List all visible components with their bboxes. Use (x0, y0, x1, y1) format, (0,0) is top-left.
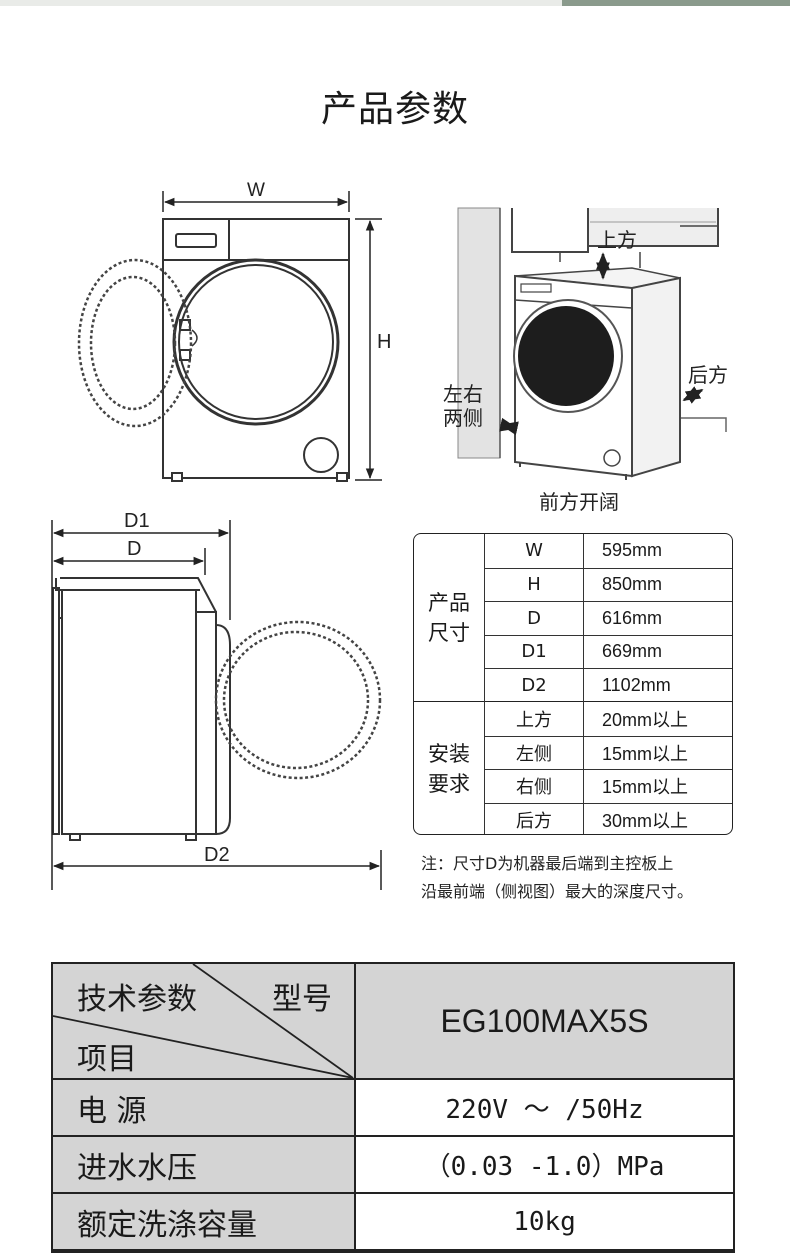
d-label: D (127, 538, 142, 560)
tech-row-key: 额定洗涤容量 (53, 1194, 356, 1249)
spec-row-key: H (484, 568, 584, 601)
top-banner-accent (562, 0, 790, 6)
header-tech-label: 技术参数 (77, 982, 197, 1017)
spec-table: 产品 尺寸 安装 要求 W 595mm H 850mm D 616mm D1 6… (413, 533, 733, 835)
h-label: H (377, 331, 392, 353)
spec-row-key: D (484, 602, 584, 635)
dimension-note-line2: 沿最前端（侧视图）最大的深度尺寸。 (421, 882, 694, 901)
spec-row-key: 上方 (484, 702, 584, 736)
d1-label: D1 (124, 510, 150, 532)
spec-row-value: 595mm (602, 540, 663, 561)
spec-row: D 616mm (484, 601, 732, 635)
spec-row-value: 15mm以上 (602, 743, 689, 764)
tech-row: 进水水压 （0.03 -1.0）MPa (53, 1137, 733, 1194)
spec-row-key: D1 (484, 635, 584, 668)
side-clearance-label-line1: 左右 (443, 382, 483, 406)
spec-row-key: 右侧 (484, 770, 584, 803)
spec-group-install-line2: 要求 (428, 772, 470, 796)
tech-row-value: 220V ～ /50Hz (445, 1095, 644, 1125)
top-clearance-label: 上方 (597, 228, 637, 252)
tech-params-table: 技术参数 型号 项目 EG100MAX5S 电 源 220V ～ /50Hz 进… (51, 962, 735, 1253)
spec-row-value: 669mm (602, 641, 663, 662)
spec-row: 上方 20mm以上 (484, 702, 732, 736)
d2-label: D2 (204, 844, 230, 866)
page-title: 产品参数 (320, 89, 469, 130)
tech-row-key: 进水水压 (53, 1137, 356, 1192)
spec-row-value: 20mm以上 (602, 709, 689, 730)
rear-clearance-arrow (682, 386, 704, 404)
spec-group-size-line1: 产品 (428, 591, 470, 615)
spec-row: 后方 30mm以上 (484, 802, 732, 834)
spec-row-value: 15mm以上 (602, 777, 689, 798)
spec-group-install-line1: 安装 (428, 742, 470, 766)
side-clearance-label-line2: 两侧 (443, 406, 483, 430)
spec-row-key: W (484, 534, 584, 568)
spec-row: 右侧 15mm以上 (484, 769, 732, 803)
spec-row-value: 850mm (602, 574, 663, 595)
spec-row-key: D2 (484, 669, 584, 702)
front-clearance-label: 前方开阔 (539, 490, 619, 514)
w-label: W (247, 180, 265, 201)
spec-row-key: 左侧 (484, 736, 584, 769)
tech-table-header: 技术参数 型号 项目 EG100MAX5S (53, 964, 733, 1080)
dimension-diagrams (51, 191, 727, 890)
tech-header-corner: 技术参数 型号 项目 (53, 964, 356, 1078)
header-diagonal-lines (53, 964, 354, 1078)
side-view-washer (52, 577, 231, 841)
spec-row: D1 669mm (484, 634, 732, 668)
front-view-washer (162, 218, 350, 482)
spec-group-size: 产品 尺寸 (414, 534, 484, 702)
spec-group-divider (414, 701, 732, 702)
side-clearance-arrow (499, 417, 519, 436)
spec-row-key: 后方 (484, 803, 584, 834)
spec-group-size-line2: 尺寸 (428, 621, 470, 645)
spec-group-install: 安装 要求 (414, 702, 484, 834)
spec-row-value: 616mm (602, 607, 663, 628)
top-banner-strip (0, 0, 790, 6)
header-item-label: 项目 (77, 1042, 137, 1077)
install-illustration (457, 207, 727, 480)
header-model-label: 型号 (272, 982, 332, 1017)
spec-row-value: 30mm以上 (602, 810, 689, 831)
model-value: EG100MAX5S (356, 964, 733, 1078)
rear-clearance-label: 后方 (688, 363, 728, 387)
dimension-note: 注：尺寸D为机器最后端到主控板上 沿最前端（侧视图）最大的深度尺寸。 (421, 850, 741, 906)
spec-row: W 595mm (484, 534, 732, 568)
tech-row-value: （0.03 -1.0）MPa (424, 1152, 665, 1182)
tech-row: 电 源 220V ～ /50Hz (53, 1080, 733, 1137)
side-clearance-label: 左右 两侧 (443, 382, 483, 430)
spec-row: 左侧 15mm以上 (484, 735, 732, 769)
spec-row: D2 1102mm (484, 668, 732, 702)
spec-row: H 850mm (484, 567, 732, 601)
side-view-door-open (214, 620, 382, 780)
tech-row-value: 10kg (513, 1206, 576, 1237)
dimension-note-line1: 注：尺寸D为机器最后端到主控板上 (421, 854, 674, 873)
front-view-door-open (77, 258, 193, 428)
spec-row-value: 1102mm (602, 674, 671, 695)
tech-row-key: 电 源 (53, 1080, 356, 1135)
